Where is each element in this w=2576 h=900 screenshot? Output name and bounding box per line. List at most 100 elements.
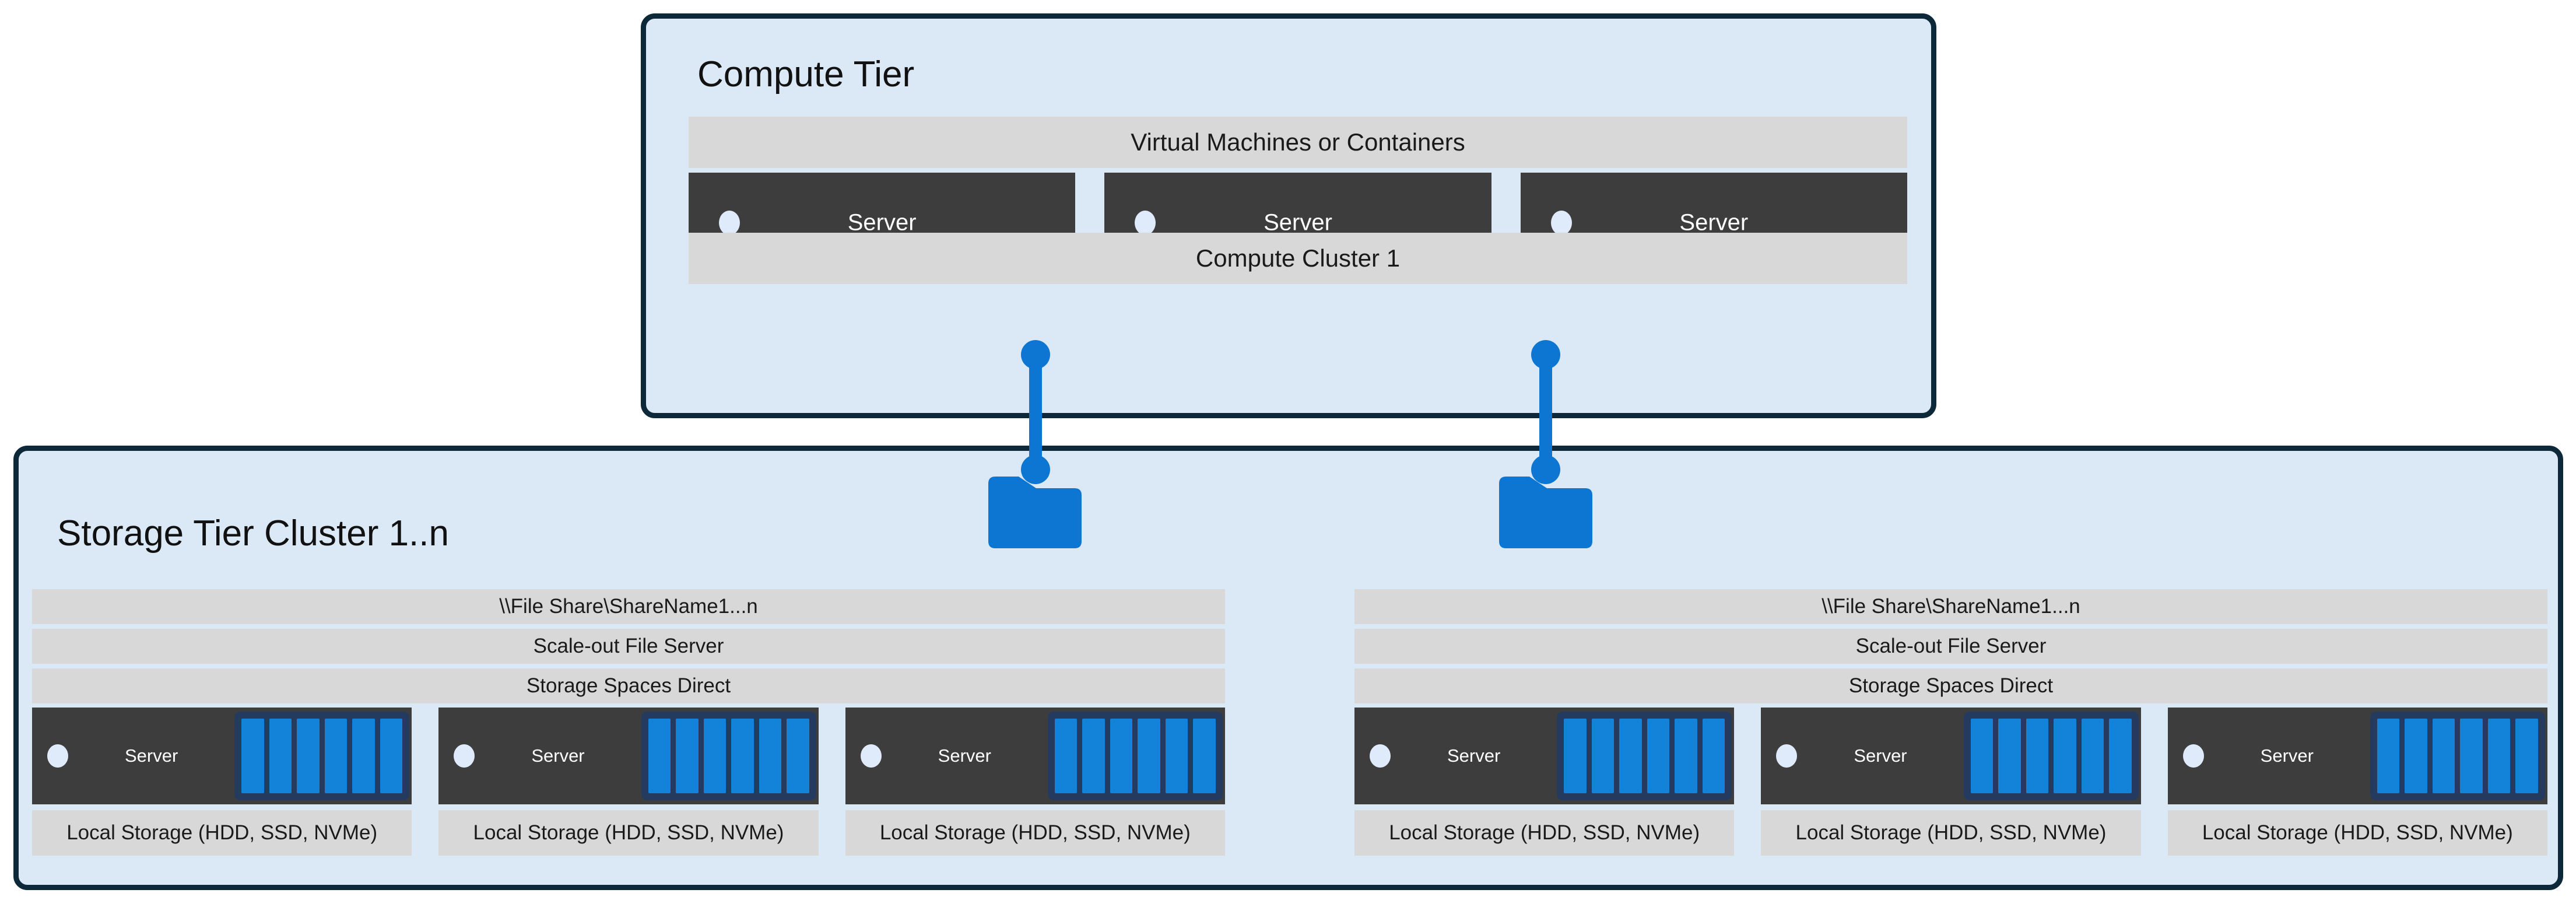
server-dot-icon: [2182, 744, 2204, 768]
disk-icon: [2109, 719, 2132, 793]
server-dot-icon: [719, 211, 740, 235]
disk-icon: [1591, 719, 1615, 793]
disk-icon: [1138, 719, 1160, 793]
disk-icon: [2405, 719, 2427, 793]
server-dot-icon: [1776, 744, 1798, 768]
disk-icon: [2515, 719, 2538, 793]
disk-icon: [1998, 719, 2021, 793]
server-dot-icon: [1370, 744, 1391, 768]
disk-icon: [1193, 719, 1216, 793]
local-storage-bar: Local Storage (HDD, SSD, NVMe): [2167, 810, 2547, 856]
disk-icon: [731, 719, 754, 793]
disk-icon: [1619, 719, 1642, 793]
storage-server-node: Server: [1354, 708, 1735, 804]
disk-icon: [703, 719, 727, 793]
storage-tier-title: Storage Tier Cluster 1..n: [57, 513, 449, 554]
storage-server-node: Server: [438, 708, 819, 804]
connector-dot-icon: [1531, 340, 1560, 369]
disk-icon: [297, 719, 320, 793]
local-storage-row: Local Storage (HDD, SSD, NVMe) Local Sto…: [1354, 810, 2547, 856]
disk-icon: [1564, 719, 1587, 793]
disk-icon: [1054, 719, 1078, 793]
disk-icon: [2432, 719, 2455, 793]
connector-stem: [1539, 353, 1552, 471]
disk-icon: [648, 719, 671, 793]
disk-array-icon: [1963, 712, 2139, 800]
folder-icon: [1499, 477, 1592, 548]
disk-icon: [2054, 719, 2076, 793]
disk-icon: [1165, 719, 1188, 793]
local-storage-bar: Local Storage (HDD, SSD, NVMe): [438, 810, 819, 856]
server-dot-icon: [860, 744, 882, 768]
storage-tier-box: Storage Tier Cluster 1..n \\File Share\S…: [13, 446, 2563, 890]
disk-icon: [1110, 719, 1133, 793]
server-label: Server: [125, 745, 178, 766]
server-dot-icon: [47, 744, 68, 768]
storage-server-row: Server Server Server: [1354, 708, 2547, 804]
storage-server-node: Server: [2167, 708, 2547, 804]
server-label: Server: [1679, 209, 1749, 236]
storage-spaces-direct-bar: Storage Spaces Direct: [32, 668, 1225, 703]
disk-icon: [1702, 719, 1725, 793]
connector-dot-icon: [1021, 340, 1050, 369]
folder-icon: [988, 477, 1082, 548]
storage-server-row: Server Server Server: [32, 708, 1225, 804]
compute-cluster-bar: Compute Cluster 1: [689, 233, 1907, 284]
disk-icon: [2377, 719, 2400, 793]
server-label: Server: [2260, 745, 2314, 766]
disk-icon: [2081, 719, 2104, 793]
disk-icon: [1082, 719, 1105, 793]
disk-array-icon: [234, 712, 410, 800]
disk-icon: [676, 719, 699, 793]
disk-icon: [269, 719, 292, 793]
storage-cluster-group: \\File Share\ShareName1...n Scale-out Fi…: [32, 589, 1225, 856]
scale-out-file-server-bar: Scale-out File Server: [1354, 629, 2547, 664]
server-label: Server: [1264, 209, 1332, 236]
local-storage-row: Local Storage (HDD, SSD, NVMe) Local Sto…: [32, 810, 1225, 856]
disk-icon: [380, 719, 403, 793]
server-dot-icon: [1135, 211, 1156, 235]
storage-spaces-direct-bar: Storage Spaces Direct: [1354, 668, 2547, 703]
disk-icon: [2460, 719, 2483, 793]
server-label: Server: [1854, 745, 1907, 766]
server-label: Server: [1447, 745, 1501, 766]
storage-cluster-group: \\File Share\ShareName1...n Scale-out Fi…: [1354, 589, 2547, 856]
disk-icon: [2487, 719, 2511, 793]
file-share-bar: \\File Share\ShareName1...n: [1354, 589, 2547, 624]
local-storage-bar: Local Storage (HDD, SSD, NVMe): [1354, 810, 1735, 856]
disk-icon: [2026, 719, 2049, 793]
storage-server-node: Server: [845, 708, 1225, 804]
disk-icon: [1675, 719, 1697, 793]
file-share-bar: \\File Share\ShareName1...n: [32, 589, 1225, 624]
compute-tier-title: Compute Tier: [697, 54, 915, 94]
disk-icon: [324, 719, 348, 793]
disk-array-icon: [641, 712, 816, 800]
local-storage-bar: Local Storage (HDD, SSD, NVMe): [32, 810, 412, 856]
connector-dot-icon: [1021, 455, 1050, 484]
disk-array-icon: [2370, 712, 2545, 800]
connector-dot-icon: [1531, 455, 1560, 484]
server-label: Server: [847, 209, 917, 236]
disk-icon: [241, 719, 264, 793]
disk-icon: [352, 719, 375, 793]
connector-line: [1531, 340, 1561, 484]
disk-icon: [1970, 719, 1994, 793]
server-dot-icon: [1550, 211, 1572, 235]
virtual-machines-bar: Virtual Machines or Containers: [689, 117, 1907, 168]
server-dot-icon: [454, 744, 475, 768]
storage-server-node: Server: [32, 708, 412, 804]
disk-icon: [1647, 719, 1670, 793]
compute-tier-box: Compute Tier Virtual Machines or Contain…: [641, 13, 1936, 418]
disk-icon: [787, 719, 809, 793]
connector-line: [1020, 340, 1051, 484]
server-label: Server: [938, 745, 991, 766]
server-label: Server: [531, 745, 585, 766]
storage-server-node: Server: [1761, 708, 2141, 804]
scale-out-file-server-bar: Scale-out File Server: [32, 629, 1225, 664]
disk-icon: [759, 719, 782, 793]
local-storage-bar: Local Storage (HDD, SSD, NVMe): [1761, 810, 2141, 856]
local-storage-bar: Local Storage (HDD, SSD, NVMe): [845, 810, 1225, 856]
connector-stem: [1029, 353, 1042, 471]
disk-array-icon: [1047, 712, 1223, 800]
